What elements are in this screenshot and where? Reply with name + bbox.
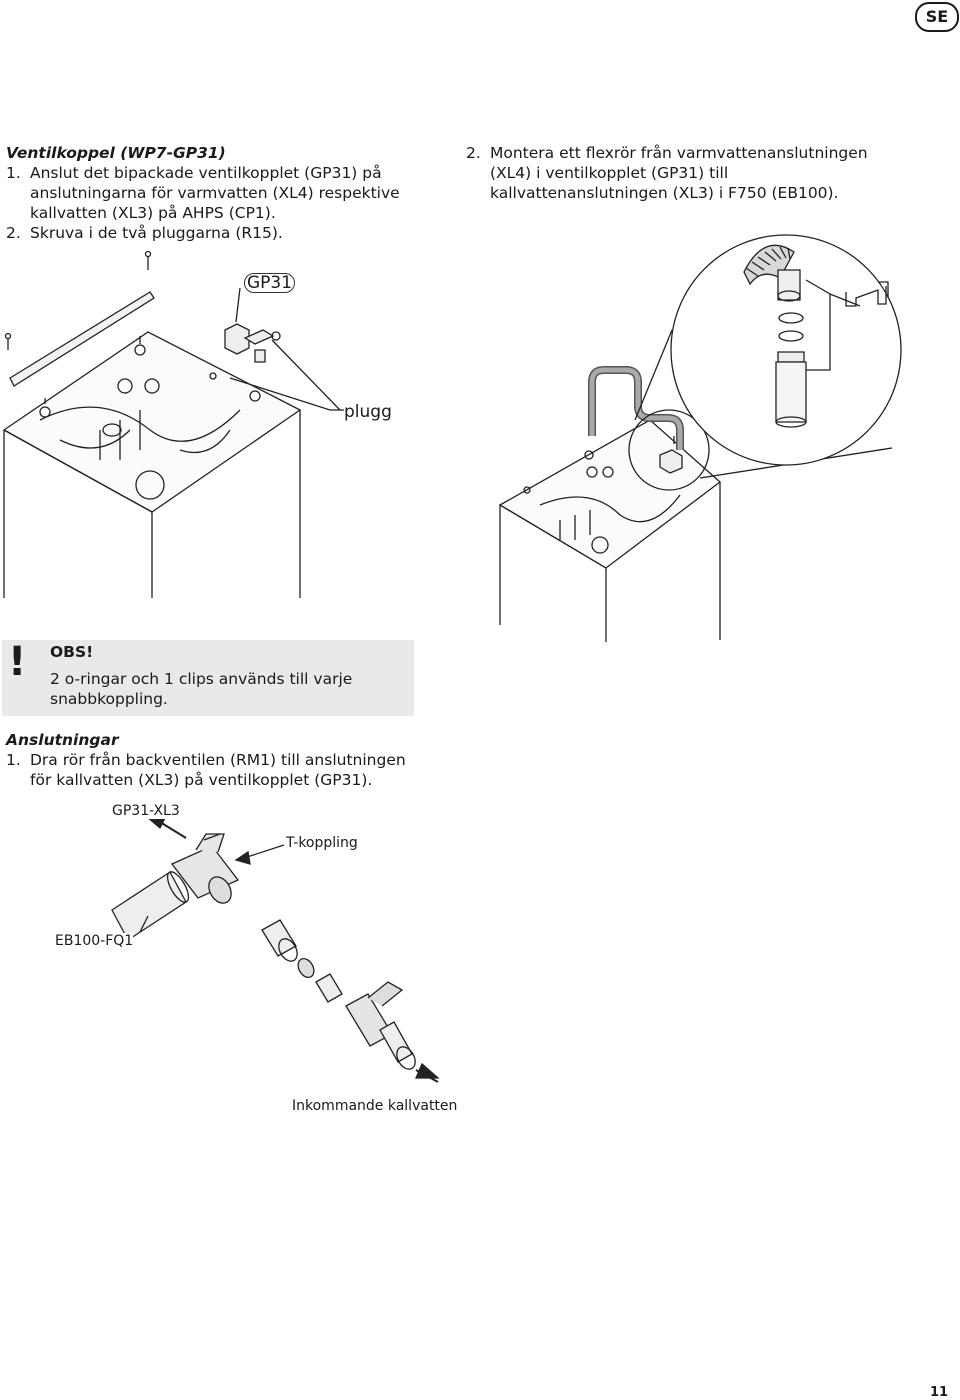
step-text: Montera ett flexrör från varmvattenanslu… <box>490 144 868 202</box>
warning-icon: ! <box>8 639 27 685</box>
step-number: 2. <box>466 144 481 162</box>
note-text: 2 o-ringar och 1 clips används till varj… <box>50 670 353 708</box>
step-text: Dra rör från backventilen (RM1) till ans… <box>30 751 406 789</box>
page-number: 11 <box>930 1385 949 1400</box>
label-eb100-fq1: EB100-FQ1 <box>55 933 134 949</box>
zoom-quick-coupling <box>670 234 902 466</box>
section-heading: Ventilkoppel (WP7-GP31) <box>6 144 226 162</box>
section-anslutningar: Anslutningar 1. Dra rör från backventile… <box>6 730 416 790</box>
figure-unit-flex-pipe <box>498 366 722 642</box>
section-ventilkoppel: Ventilkoppel (WP7-GP31) 1. Anslut det bi… <box>6 143 416 243</box>
figure-connection-parts <box>111 833 416 1070</box>
step-text: Skruva i de två pluggarna (R15). <box>30 224 283 242</box>
note-title: OBS! <box>50 643 94 661</box>
label-inkommande-kallvatten: Inkommande kallvatten <box>292 1098 458 1114</box>
step-2: 2. Skruva i de två pluggarna (R15). <box>6 223 416 243</box>
figure-unit-valve-kit <box>2 250 302 598</box>
label-gp31: GP31 <box>244 273 296 293</box>
step-number: 1. <box>6 164 21 182</box>
step-number: 1. <box>6 751 21 769</box>
step-1: 1. Dra rör från backventilen (RM1) till … <box>6 750 416 790</box>
section-heading: Anslutningar <box>6 731 119 749</box>
step-flexror: 2. Montera ett flexrör från varmvattenan… <box>466 143 896 203</box>
label-t-koppling: T-koppling <box>286 835 358 851</box>
label-gp31-xl3: GP31-XL3 <box>112 803 180 819</box>
note-box <box>2 640 414 716</box>
step-number: 2. <box>6 224 21 242</box>
step-text: Anslut det bipackade ventilkopplet (GP31… <box>30 164 400 222</box>
step-1: 1. Anslut det bipackade ventilkopplet (G… <box>6 163 416 223</box>
label-plugg: plugg <box>344 402 392 422</box>
language-badge: SE <box>915 2 959 32</box>
